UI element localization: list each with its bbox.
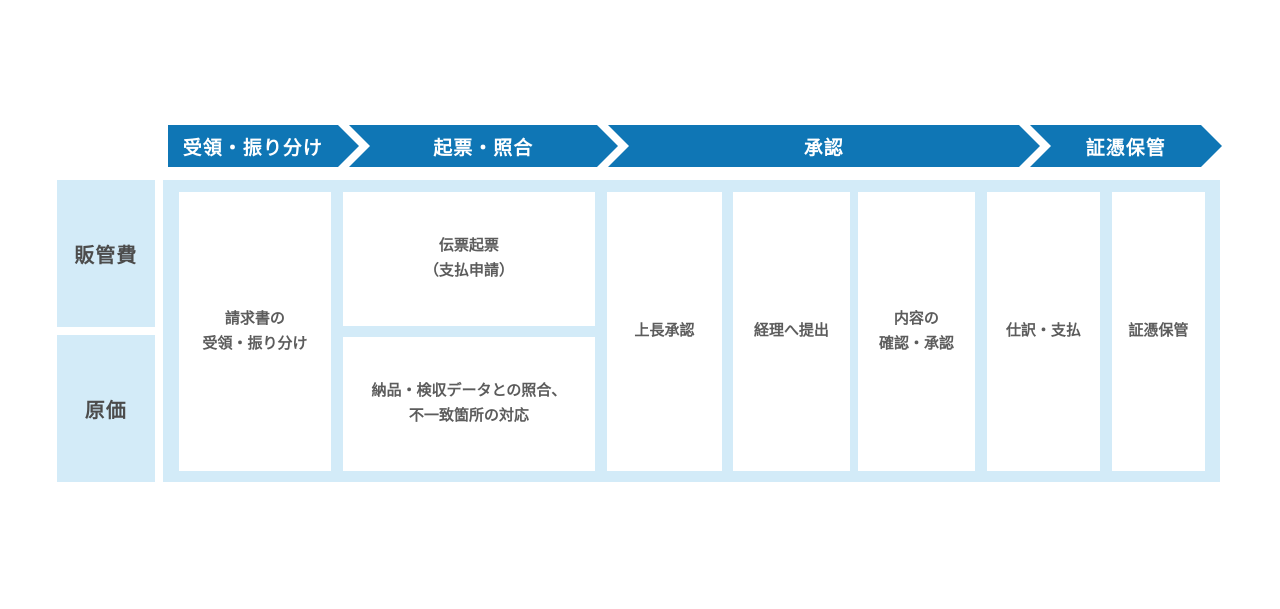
step-label: 仕訳・支払 xyxy=(1005,322,1081,340)
step-submit-to-accounting: 経理へ提出 xyxy=(733,192,850,471)
phase-label: 証憑保管 xyxy=(1085,137,1166,159)
step-evidence-storage: 証憑保管 xyxy=(1112,192,1205,471)
step-manager-approval: 上長承認 xyxy=(607,192,722,471)
step-voucher-entry: 伝票起票 （支払申請） xyxy=(343,192,595,326)
step-label: 内容の 確認・承認 xyxy=(878,309,954,352)
phase-header-receipt-sorting: 受領・振り分け xyxy=(168,125,359,167)
step-content-check-approval: 内容の 確認・承認 xyxy=(858,192,975,471)
step-label: 伝票起票 （支払申請） xyxy=(423,237,514,279)
step-label: 証憑保管 xyxy=(1128,322,1189,340)
step-label: 納品・検収データとの照合、 不一致箇所の対応 xyxy=(371,382,567,424)
phase-header-entry-matching: 起票・照合 xyxy=(349,125,618,167)
step-label: 経理へ提出 xyxy=(753,322,829,340)
phase-header-approval: 承認 xyxy=(608,125,1040,167)
step-delivery-data-matching: 納品・検収データとの照合、 不一致箇所の対応 xyxy=(343,337,595,471)
row-label-text: 販管費 xyxy=(74,245,138,267)
step-journal-payment: 仕訳・支払 xyxy=(987,192,1100,471)
phase-label: 承認 xyxy=(803,137,844,159)
step-label: 上長承認 xyxy=(634,322,695,340)
row-label-sga: 販管費 xyxy=(57,180,155,327)
row-label-text: 原価 xyxy=(85,400,127,422)
step-invoice-receipt-sorting: 請求書の 受領・振り分け xyxy=(179,192,331,471)
row-label-cost: 原価 xyxy=(57,335,155,482)
phase-label: 起票・照合 xyxy=(433,137,534,159)
phase-header-evidence-storage: 証憑保管 xyxy=(1030,125,1222,167)
step-label: 請求書の 受領・振り分け xyxy=(202,309,308,352)
phase-label: 受領・振り分け xyxy=(182,137,323,159)
